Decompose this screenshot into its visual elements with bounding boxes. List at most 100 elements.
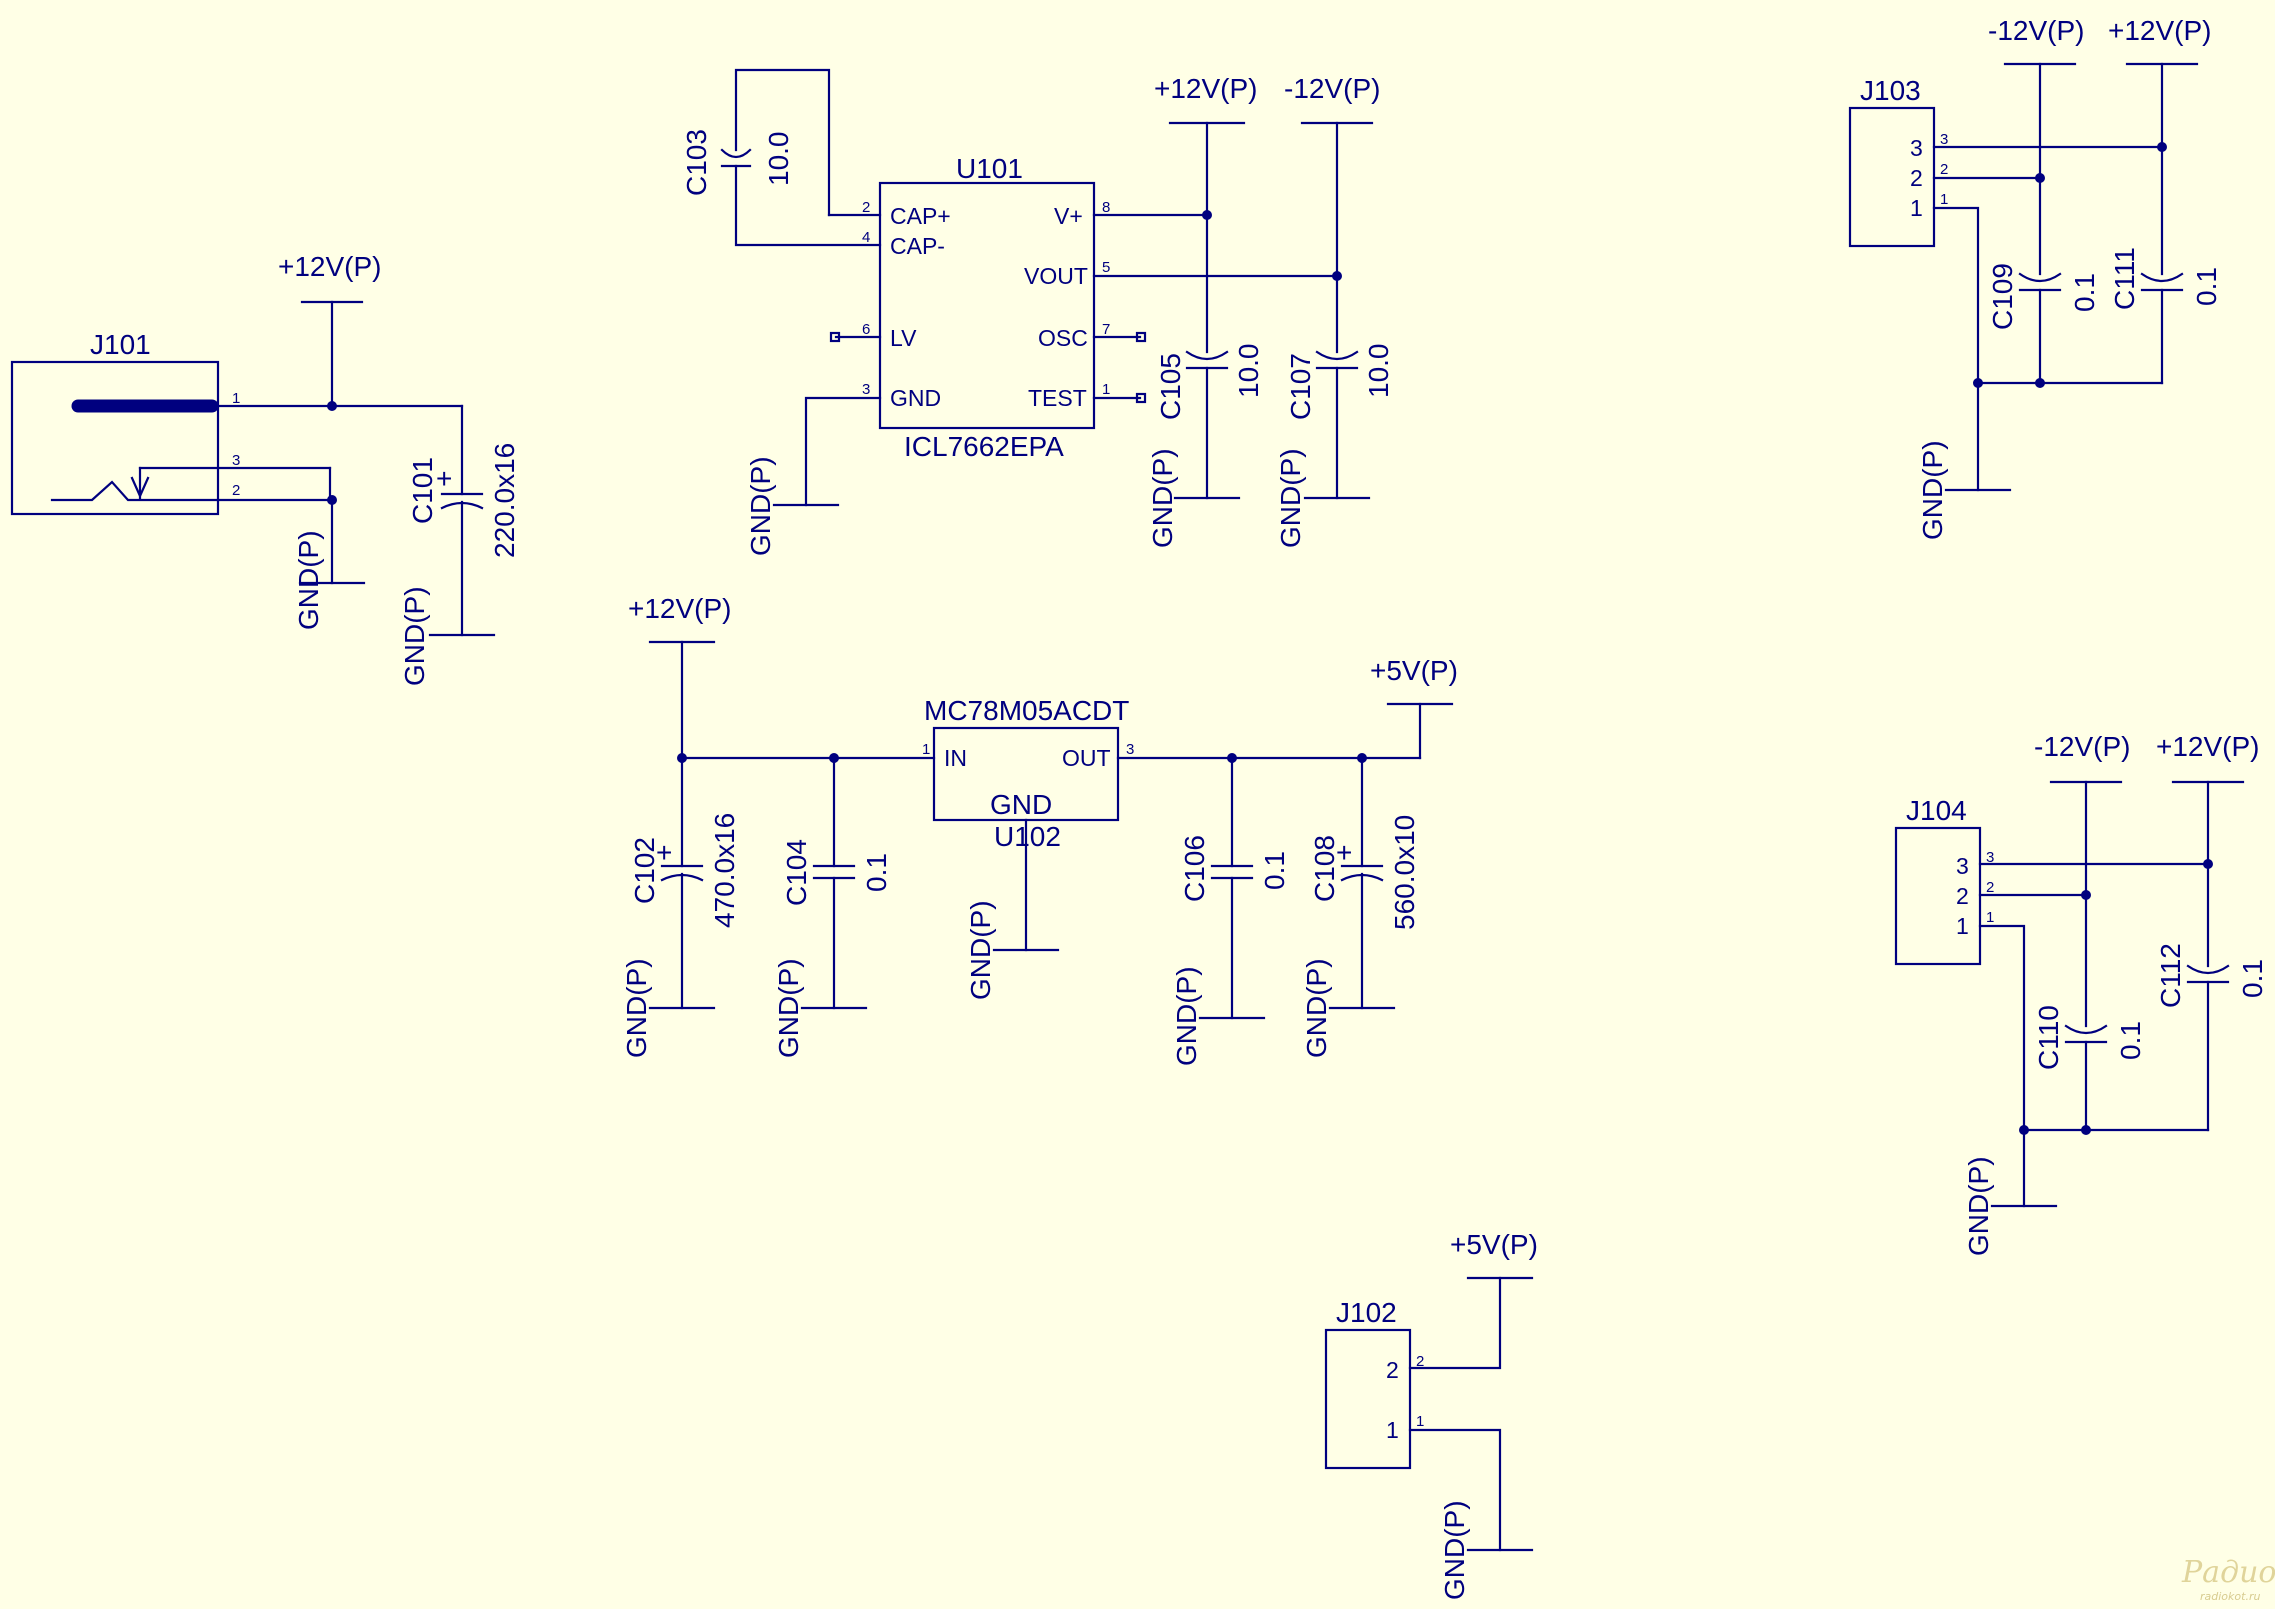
gnd-label-u101: GND(P) xyxy=(745,456,776,556)
c109-value: 0.1 xyxy=(2069,273,2100,312)
svg-text:IN: IN xyxy=(944,745,967,771)
j101-body xyxy=(10,360,220,516)
c104-ref: C104 xyxy=(781,839,812,906)
j104-ref: J104 xyxy=(1906,795,1967,826)
svg-text:2: 2 xyxy=(1940,161,1948,178)
svg-text:LV: LV xyxy=(890,325,917,351)
c112-value: 0.1 xyxy=(2237,959,2268,998)
u101-body xyxy=(878,181,1096,430)
gnd-label-c104: GND(P) xyxy=(773,958,804,1058)
watermark-main: Радио КОТ xyxy=(2181,1555,2275,1590)
svg-text:1: 1 xyxy=(1956,913,1969,939)
svg-text:3: 3 xyxy=(862,381,870,398)
svg-text:3: 3 xyxy=(1910,135,1923,161)
svg-text:2: 2 xyxy=(1416,1353,1424,1370)
svg-text:1: 1 xyxy=(1910,195,1923,221)
svg-text:6: 6 xyxy=(862,321,870,338)
m12-label-u101: -12V(P) xyxy=(1284,73,1380,104)
m12-label-j104: -12V(P) xyxy=(2034,731,2130,762)
svg-text:2: 2 xyxy=(1386,1357,1399,1383)
c105-ref: C105 xyxy=(1155,353,1186,420)
j104-section: J104 3 2 1 3 2 1 -12V(P) C110 0.1 +12V(P… xyxy=(1894,731,2268,1256)
p5-label-u102: +5V(P) xyxy=(1370,655,1458,686)
svg-text:3: 3 xyxy=(1940,131,1948,148)
c101-ref: C101 xyxy=(407,457,438,524)
svg-text:CAP-: CAP- xyxy=(890,233,945,259)
svg-text:1: 1 xyxy=(1102,381,1110,398)
gnd-label-c108: GND(P) xyxy=(1301,958,1332,1058)
svg-text:4: 4 xyxy=(862,229,870,246)
svg-text:3: 3 xyxy=(1126,741,1134,758)
j101-section: J101 1 3 2 GND(P) +12V(P) + C101 220.0x1… xyxy=(10,251,520,686)
j102-ref: J102 xyxy=(1336,1297,1397,1328)
c107-ref: C107 xyxy=(1285,353,1316,420)
gnd-label-j103: GND(P) xyxy=(1917,440,1948,540)
u102-part: MC78M05ACDT xyxy=(924,695,1129,726)
svg-text:GND: GND xyxy=(890,385,941,411)
svg-text:CAP+: CAP+ xyxy=(890,203,951,229)
gnd-label-j102: GND(P) xyxy=(1439,1500,1470,1600)
j102-section: J102 2 1 2 1 +5V(P) GND(P) xyxy=(1324,1229,1538,1600)
c103-ref: C103 xyxy=(681,129,712,196)
svg-text:2: 2 xyxy=(1956,883,1969,909)
svg-text:1: 1 xyxy=(1940,191,1948,208)
watermark: Радио КОТ radiokot.ru xyxy=(2181,1555,2275,1603)
gnd-label-c102: GND(P) xyxy=(621,958,652,1058)
c105-value: 10.0 xyxy=(1233,344,1264,399)
c101-value: 220.0x16 xyxy=(489,443,520,558)
svg-text:1: 1 xyxy=(1416,1413,1424,1430)
svg-text:+: + xyxy=(656,837,672,868)
j101-spring xyxy=(50,480,220,502)
gnd-label-j101: GND(P) xyxy=(293,530,324,630)
gnd-label-u102: GND(P) xyxy=(965,900,996,1000)
c107-value: 10.0 xyxy=(1363,344,1394,399)
svg-text:VOUT: VOUT xyxy=(1024,263,1088,289)
svg-text:2: 2 xyxy=(1910,165,1923,191)
c104-value: 0.1 xyxy=(861,853,892,892)
svg-text:2: 2 xyxy=(232,482,240,499)
svg-text:OUT: OUT xyxy=(1062,745,1111,771)
svg-text:5: 5 xyxy=(1102,259,1110,276)
u101-section: C103 10.0 U101 ICL7662EPA CAP+ CAP- LV G… xyxy=(681,68,1394,556)
svg-text:3: 3 xyxy=(1986,849,1994,866)
svg-text:8: 8 xyxy=(1102,199,1110,216)
svg-text:2: 2 xyxy=(1986,879,1994,896)
svg-text:1: 1 xyxy=(1986,909,1994,926)
j103-section: J103 3 2 1 3 2 1 -12V(P) C109 0.1 +12V(P… xyxy=(1848,15,2222,540)
svg-text:+: + xyxy=(1336,837,1352,868)
c111-ref: C111 xyxy=(2109,247,2140,310)
c108-value: 560.0x10 xyxy=(1389,815,1420,930)
gnd-label-c105: GND(P) xyxy=(1147,448,1178,548)
c102-value: 470.0x16 xyxy=(709,813,740,928)
u101-ref: U101 xyxy=(956,153,1023,184)
svg-text:V+: V+ xyxy=(1054,203,1083,229)
j103-ref: J103 xyxy=(1860,75,1921,106)
c102-ref: C102 xyxy=(629,837,660,904)
p12-label-u101: +12V(P) xyxy=(1154,73,1258,104)
m12-label-j103: -12V(P) xyxy=(1988,15,2084,46)
j101-ref: J101 xyxy=(90,329,151,360)
gnd-label-j104: GND(P) xyxy=(1963,1156,1994,1256)
p12-label-j101: +12V(P) xyxy=(278,251,382,282)
c106-ref: C106 xyxy=(1179,835,1210,902)
svg-text:1: 1 xyxy=(232,390,240,407)
c112-ref: C112 xyxy=(2155,943,2186,1008)
svg-text:1: 1 xyxy=(1386,1417,1399,1443)
watermark-sub: radiokot.ru xyxy=(2200,1590,2260,1603)
p12-label-j103: +12V(P) xyxy=(2108,15,2212,46)
gnd-label-c101: GND(P) xyxy=(399,586,430,686)
p12-label-u102: +12V(P) xyxy=(628,593,732,624)
gnd-label-c106: GND(P) xyxy=(1171,966,1202,1066)
svg-text:3: 3 xyxy=(1956,853,1969,879)
svg-text:1: 1 xyxy=(922,741,930,758)
j102-body xyxy=(1324,1328,1412,1470)
c103-value: 10.0 xyxy=(763,132,794,187)
p5-label-j102: +5V(P) xyxy=(1450,1229,1538,1260)
svg-text:GND: GND xyxy=(990,789,1052,820)
c111-value: 0.1 xyxy=(2191,267,2222,306)
svg-text:+: + xyxy=(436,463,452,494)
svg-text:2: 2 xyxy=(862,199,870,216)
svg-text:TEST: TEST xyxy=(1028,385,1087,411)
c106-value: 0.1 xyxy=(1259,851,1290,890)
